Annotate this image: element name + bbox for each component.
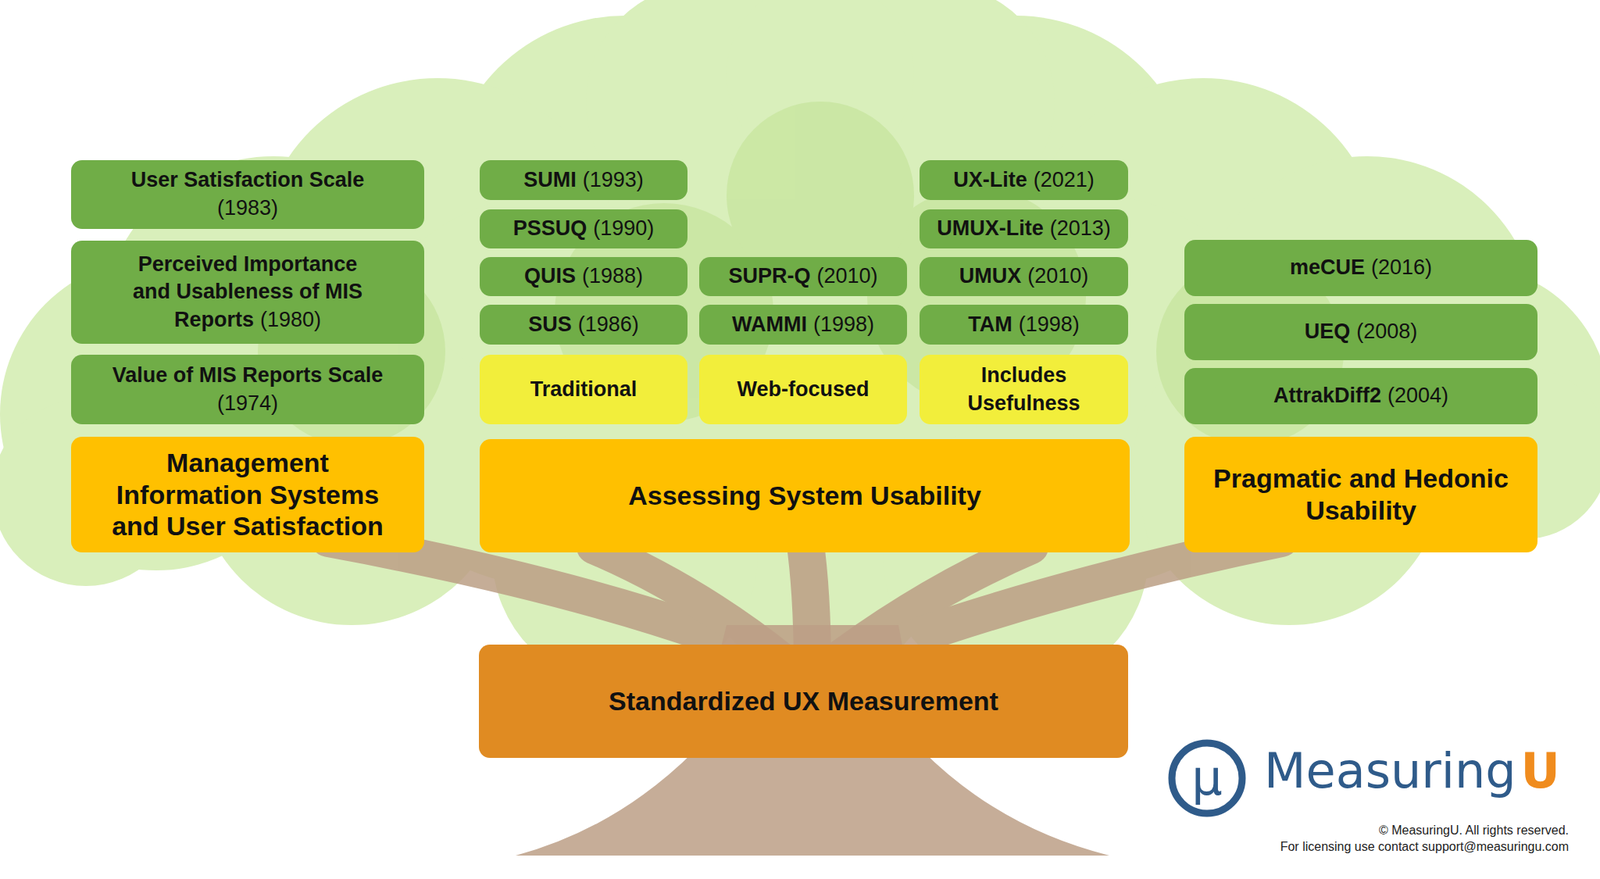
year-label: (1983) — [131, 194, 365, 223]
logo-mark: μ — [1167, 739, 1247, 818]
scale-name: QUIS — [524, 264, 576, 288]
scale-name: PSSUQ — [513, 216, 588, 240]
box-text: UMUX-Lite(2013) — [936, 214, 1111, 243]
scale-box: SUPR-Q(2010) — [699, 257, 908, 297]
scale-box: WAMMI(1998) — [699, 304, 908, 345]
box-text: PSSUQ(1990) — [513, 214, 655, 243]
scale-name: Standardized UX Measurement — [608, 685, 999, 716]
box-text: Pragmatic and Hedonic Usability — [1204, 462, 1518, 527]
year-label: (1990) — [592, 216, 654, 240]
category-box: Traditional — [479, 354, 688, 425]
year-label: (2004) — [1387, 383, 1449, 408]
branch-box: Pragmatic and Hedonic Usability — [1184, 436, 1538, 553]
year-label: (1988) — [582, 264, 643, 288]
licensing-text: For licensing use contact support@measur… — [1280, 838, 1569, 855]
year-label: (2013) — [1050, 216, 1111, 240]
year-label: (1998) — [813, 312, 875, 336]
year-label: (2010) — [817, 264, 879, 288]
scale-box: TAM(1998) — [919, 304, 1129, 345]
box-text: AttrakDiff2(2004) — [1273, 382, 1449, 411]
scale-name: Value of MIS Reports Scale — [112, 363, 384, 387]
scale-box: AttrakDiff2(2004) — [1184, 367, 1538, 425]
box-text: UMUX(2010) — [959, 262, 1090, 291]
box-text: Web-focused — [736, 375, 869, 404]
logo-symbol: μ — [1191, 753, 1222, 803]
scale-box: UEQ(2008) — [1184, 303, 1538, 361]
box-text: Management Information Systems and User … — [99, 446, 397, 543]
scale-box: UMUX-Lite(2013) — [919, 209, 1129, 249]
category-box: Web-focused — [699, 354, 908, 425]
box-text: Value of MIS Reports Scale(1974) — [112, 361, 384, 418]
year-label: (2008) — [1356, 319, 1418, 343]
year-label: (1993) — [582, 167, 644, 192]
scale-name: UX-Lite — [953, 167, 1028, 192]
scale-name: Assessing System Usability — [628, 480, 982, 511]
root-box: Standardized UX Measurement — [478, 644, 1129, 758]
copyright-notice: © MeasuringU. All rights reserved.For li… — [1280, 821, 1569, 855]
scale-box: PSSUQ(1990) — [479, 209, 688, 249]
logo-text: U — [1521, 746, 1561, 796]
scale-box: SUMI(1993) — [479, 160, 688, 200]
scale-box: QUIS(1988) — [479, 257, 688, 297]
category-box: Includes Usefulness — [919, 354, 1129, 425]
scale-name: UEQ — [1304, 319, 1351, 343]
scale-name: SUS — [528, 312, 572, 336]
branch-box: Management Information Systems and User … — [71, 436, 425, 553]
box-text: Includes Usefulness — [950, 361, 1099, 418]
scale-box: UX-Lite(2021) — [919, 160, 1129, 200]
scale-name: TAM — [967, 312, 1012, 336]
year-label: (1998) — [1018, 312, 1080, 336]
box-text: TAM(1998) — [967, 310, 1080, 340]
box-text: Assessing System Usability — [628, 479, 982, 512]
scale-box: SUS(1986) — [479, 304, 688, 345]
scale-name: UMUX-Lite — [936, 216, 1044, 240]
scale-box: Perceived Importance and Usableness of M… — [71, 240, 425, 344]
scale-name: SUPR-Q — [728, 264, 811, 288]
box-text: Traditional — [530, 375, 638, 404]
scale-name: Web-focused — [736, 377, 869, 401]
year-label: (1986) — [578, 312, 640, 336]
year-label: (1980) — [260, 307, 322, 332]
scale-name: User Satisfaction Scale — [131, 167, 365, 192]
year-label: (2010) — [1027, 264, 1089, 288]
year-label: (2016) — [1371, 255, 1433, 279]
branch-box: Assessing System Usability — [479, 439, 1130, 553]
logo-text: Measuring — [1264, 746, 1517, 796]
scale-name: Perceived Importance and Usableness of M… — [132, 252, 363, 332]
scale-name: UMUX — [959, 264, 1022, 288]
scale-name: Includes Usefulness — [967, 363, 1080, 415]
box-text: SUMI(1993) — [523, 166, 644, 195]
logo-ring — [1171, 742, 1243, 814]
scale-box: UMUX(2010) — [919, 257, 1129, 297]
scale-name: AttrakDiff2 — [1273, 383, 1382, 408]
scale-name: Management Information Systems and User … — [111, 447, 384, 542]
box-text: Perceived Importance and Usableness of M… — [118, 250, 377, 335]
year-label: (1974) — [112, 389, 384, 418]
year-label: (2021) — [1033, 167, 1095, 192]
box-text: SUPR-Q(2010) — [728, 262, 878, 291]
box-text: SUS(1986) — [528, 310, 640, 340]
scale-name: WAMMI — [732, 312, 808, 336]
scale-name: meCUE — [1289, 255, 1365, 279]
box-text: User Satisfaction Scale(1983) — [131, 166, 365, 222]
copyright-text: © MeasuringU. All rights reserved. — [1280, 821, 1569, 839]
scale-name: SUMI — [523, 167, 577, 192]
logo-wordmark: MeasuringU — [1264, 746, 1561, 796]
tree-foliage — [0, 0, 1600, 688]
box-text: WAMMI(1998) — [732, 310, 875, 340]
scale-name: Pragmatic and Hedonic Usability — [1213, 463, 1509, 525]
scale-box: User Satisfaction Scale(1983) — [71, 160, 425, 229]
scale-box: Value of MIS Reports Scale(1974) — [71, 354, 425, 425]
box-text: UX-Lite(2021) — [953, 166, 1095, 195]
box-text: meCUE(2016) — [1289, 253, 1433, 283]
box-text: QUIS(1988) — [524, 262, 643, 291]
box-text: UEQ(2008) — [1304, 317, 1418, 347]
scale-box: meCUE(2016) — [1184, 239, 1538, 297]
scale-name: Traditional — [530, 377, 638, 401]
box-text: Standardized UX Measurement — [608, 685, 999, 718]
